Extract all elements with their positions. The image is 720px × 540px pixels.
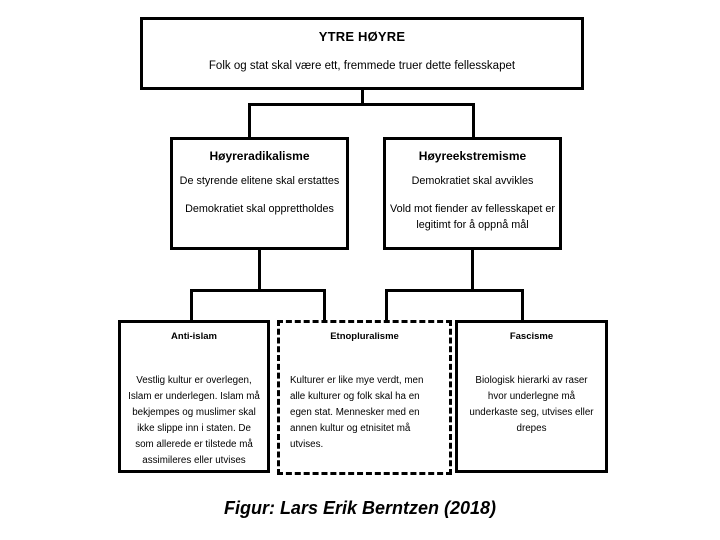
node-hoyreradikalisme-line-1: De styrende elitene skal erstattes bbox=[179, 175, 340, 188]
node-hoyreekstremisme[interactable]: Høyreekstremisme Demokratiet skal avvikl… bbox=[383, 137, 562, 250]
node-hoyreradikalisme-title: Høyreradikalisme bbox=[209, 149, 310, 163]
connector-hoyreekstremisme-crossbar bbox=[385, 289, 524, 292]
connector-hoyreradikalisme-crossbar bbox=[190, 289, 326, 292]
node-hoyreekstremisme-body: Demokratiet skal avvikles Vold mot fiend… bbox=[386, 174, 559, 233]
connector-hoyreradikalisme-stem bbox=[258, 250, 261, 291]
node-anti-islam-line-1: Vestlig kultur er overlegen, Islam er un… bbox=[128, 375, 260, 466]
connector-hoyreradikalisme-to-anti-islam bbox=[190, 289, 193, 321]
connector-hoyreradikalisme-to-etnopluralisme bbox=[323, 289, 326, 321]
node-etnopluralisme[interactable]: Etnopluralisme Kulturer er like mye verd… bbox=[277, 320, 452, 475]
node-hoyreekstremisme-title: Høyreekstremisme bbox=[418, 149, 527, 163]
node-fascisme-title: Fascisme bbox=[509, 331, 554, 342]
node-etnopluralisme-title: Etnopluralisme bbox=[330, 331, 399, 342]
node-ytre-hoyre[interactable]: YTRE HØYRE Folk og stat skal være ett, f… bbox=[140, 17, 584, 90]
node-ytre-hoyre-title: YTRE HØYRE bbox=[318, 29, 406, 44]
figure-caption: Figur: Lars Erik Berntzen (2018) bbox=[223, 498, 497, 518]
node-hoyreradikalisme-body: De styrende elitene skal erstattes Demok… bbox=[173, 174, 346, 217]
connector-hoyreekstremisme-to-fascisme bbox=[521, 289, 524, 321]
node-anti-islam-title: Anti-islam bbox=[171, 331, 217, 342]
node-hoyreradikalisme-line-2: Demokratiet skal opprettholdes bbox=[185, 203, 334, 216]
node-ytre-hoyre-line-1: Folk og stat skal være ett, fremmede tru… bbox=[208, 59, 516, 72]
connector-root-stem bbox=[361, 90, 364, 104]
connector-hoyreekstremisme-stem bbox=[471, 250, 474, 291]
node-etnopluralisme-line-1: Kulturer er like mye verdt, men alle kul… bbox=[290, 375, 424, 450]
node-hoyreradikalisme[interactable]: Høyreradikalisme De styrende elitene ska… bbox=[170, 137, 349, 250]
node-fascisme-body: Biologisk hierarki av raser hvor underle… bbox=[458, 373, 605, 436]
node-hoyreekstremisme-line-2: Vold mot fiender av fellesskapet er legi… bbox=[389, 203, 556, 231]
node-ytre-hoyre-body: Folk og stat skal være ett, fremmede tru… bbox=[143, 58, 581, 75]
node-fascisme-line-1: Biologisk hierarki av raser hvor underle… bbox=[469, 375, 594, 434]
node-hoyreekstremisme-line-1: Demokratiet skal avvikles bbox=[411, 175, 534, 188]
node-anti-islam[interactable]: Anti-islam Vestlig kultur er overlegen, … bbox=[118, 320, 270, 473]
node-etnopluralisme-body: Kulturer er like mye verdt, men alle kul… bbox=[280, 373, 449, 452]
connector-root-to-hoyreradikalisme bbox=[248, 103, 251, 140]
connector-root-to-hoyreekstremisme bbox=[472, 103, 475, 140]
connector-hoyreekstremisme-to-etnopluralisme bbox=[385, 289, 388, 321]
connector-root-crossbar bbox=[248, 103, 475, 106]
node-fascisme[interactable]: Fascisme Biologisk hierarki av raser hvo… bbox=[455, 320, 608, 473]
node-anti-islam-body: Vestlig kultur er overlegen, Islam er un… bbox=[121, 373, 267, 468]
